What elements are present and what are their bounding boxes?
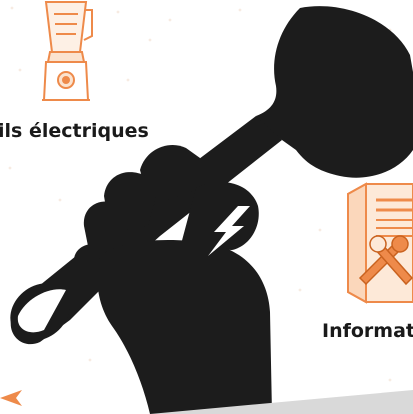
category-label-electric: ils électriques — [0, 120, 149, 142]
bottom-shadow — [150, 390, 413, 414]
blender-icon — [42, 1, 93, 101]
orange-arrow-icon — [0, 390, 22, 406]
category-label-informatique: Informati — [322, 320, 413, 342]
computer-repair-icon — [347, 182, 413, 304]
